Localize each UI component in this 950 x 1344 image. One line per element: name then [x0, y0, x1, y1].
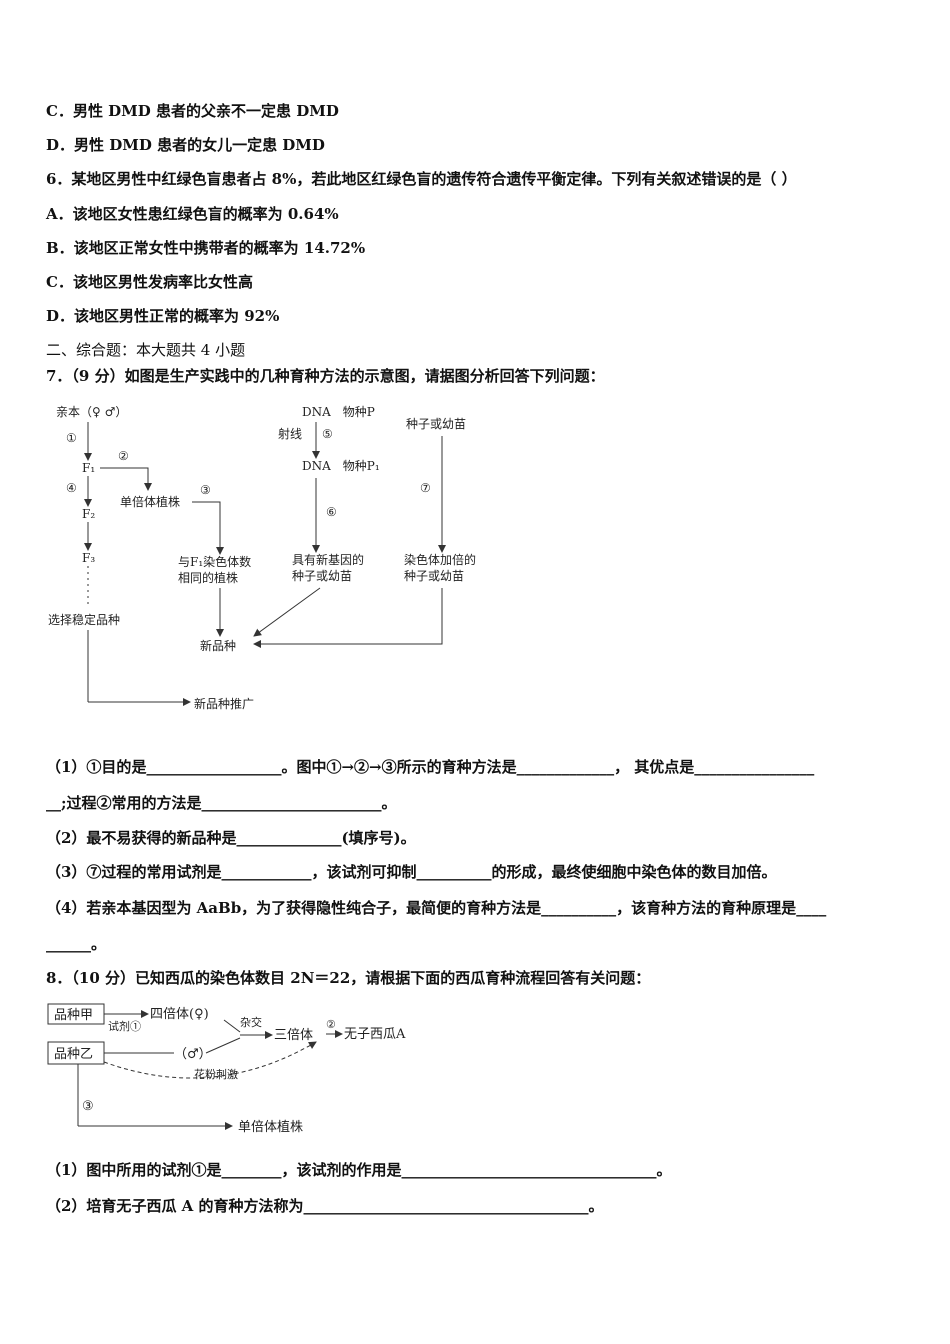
q5-option-d: D．男性 DMD 患者的女儿一定患 DMD [46, 136, 325, 154]
q6-option-b: B．该地区正常女性中携带者的概率为 14.72% [46, 239, 366, 257]
cross-label: 杂交 [240, 1015, 262, 1029]
q8-sub1: （1）图中所用的试剂①是________，该试剂的作用是____________… [46, 1161, 672, 1179]
q7-sub3: （3）⑦过程的常用试剂是____________，该试剂可抑制_________… [46, 863, 777, 881]
doubled-label-2: 种子或幼苗 [404, 569, 464, 583]
step-1-label: ① [66, 431, 77, 445]
seedless-label: 无子西瓜A [344, 1027, 406, 1042]
q7-sub4-line2: ______。 [46, 935, 107, 953]
haploid-label: 单倍体植株 [238, 1120, 303, 1135]
q6-option-c: C．该地区男性发病率比女性高 [46, 273, 253, 291]
triploid-label: 三倍体 [274, 1028, 313, 1043]
variety-a-label: 品种甲 [54, 1008, 93, 1023]
q7-sub4-line1: （4）若亲本基因型为 AaBb，为了获得隐性纯合子，最简便的育种方法是_____… [46, 899, 827, 917]
section-heading: 二、综合题：本大题共 4 小题 [46, 341, 246, 359]
same-as-f1-label-1: 与F₁染色体数 [178, 554, 251, 569]
haploid-plant-label: 单倍体植株 [120, 494, 180, 509]
f1-label: F₁ [82, 461, 95, 475]
step-3-label: ③ [82, 1099, 94, 1114]
step-4-label: ④ [66, 481, 77, 495]
q7-sub2: （2）最不易获得的新品种是______________(填序号)。 [46, 829, 416, 847]
select-stable-label: 选择稳定品种 [48, 612, 120, 627]
q6-stem: 6．某地区男性中红绿色盲患者占 8%，若此地区红绿色盲的遗传符合遗传平衡定律。下… [46, 170, 797, 188]
tetraploid-label: 四倍体(♀) [150, 1007, 209, 1022]
male-label: （♂） [174, 1047, 212, 1062]
q7-sub1-line1: （1）①目的是__________________。图中①→②→③所示的育种方法… [46, 758, 815, 776]
f2-label: F₂ [82, 507, 95, 521]
q6-option-a: A．该地区女性患红绿色盲的概率为 0.64% [46, 205, 339, 223]
step-2-label: ② [118, 449, 129, 463]
new-variety-label: 新品种 [200, 638, 236, 653]
ray-label: 射线 [278, 426, 302, 441]
dna-p-label: DNA 物种P [302, 405, 375, 419]
dna-p1-label: DNA 物种P₁ [302, 459, 380, 473]
q7-sub1-line2: __;过程②常用的方法是________________________。 [46, 794, 397, 812]
step-6-label: ⑥ [326, 505, 337, 519]
pollen-label: 花粉刺激 [194, 1067, 238, 1081]
step-2-label: ② [326, 1018, 336, 1031]
step-7-label: ⑦ [420, 481, 431, 495]
same-as-f1-label-2: 相同的植株 [178, 570, 238, 585]
doubled-label-1: 染色体加倍的 [404, 552, 476, 567]
promotion-label: 新品种推广 [194, 696, 254, 711]
f3-label: F₃ [82, 551, 95, 565]
step-5-label: ⑤ [322, 427, 333, 441]
new-gene-label-2: 种子或幼苗 [292, 569, 352, 583]
new-gene-label-1: 具有新基因的 [292, 552, 364, 567]
breeding-diagram: 亲本（♀ ♂） ① F₁ ② ④ F₂ F₃ 选择稳定品种 单倍体植株 ③ 与F… [48, 405, 476, 711]
parents-label: 亲本（♀ ♂） [56, 405, 127, 419]
reagent-label: 试剂① [108, 1019, 141, 1033]
q8-sub2: （2）培育无子西瓜 A 的育种方法称为_____________________… [46, 1197, 604, 1215]
watermelon-diagram: 品种甲 品种乙 试剂① 四倍体(♀) （♂） 杂交 三倍体 ② 无子西瓜A 花粉… [47, 1003, 406, 1135]
seed-label: 种子或幼苗 [406, 417, 466, 431]
q8-stem: 8．（10 分）已知西瓜的染色体数目 2N＝22，请根据下面的西瓜育种流程回答有… [46, 969, 651, 987]
step-3-label: ③ [200, 483, 211, 497]
q5-option-c: C．男性 DMD 患者的父亲不一定患 DMD [46, 102, 339, 120]
q7-stem: 7．（9 分）如图是生产实践中的几种育种方法的示意图，请据图分析回答下列问题： [46, 367, 605, 385]
variety-b-label: 品种乙 [54, 1047, 93, 1062]
q6-option-d: D．该地区男性正常的概率为 92% [46, 307, 280, 325]
